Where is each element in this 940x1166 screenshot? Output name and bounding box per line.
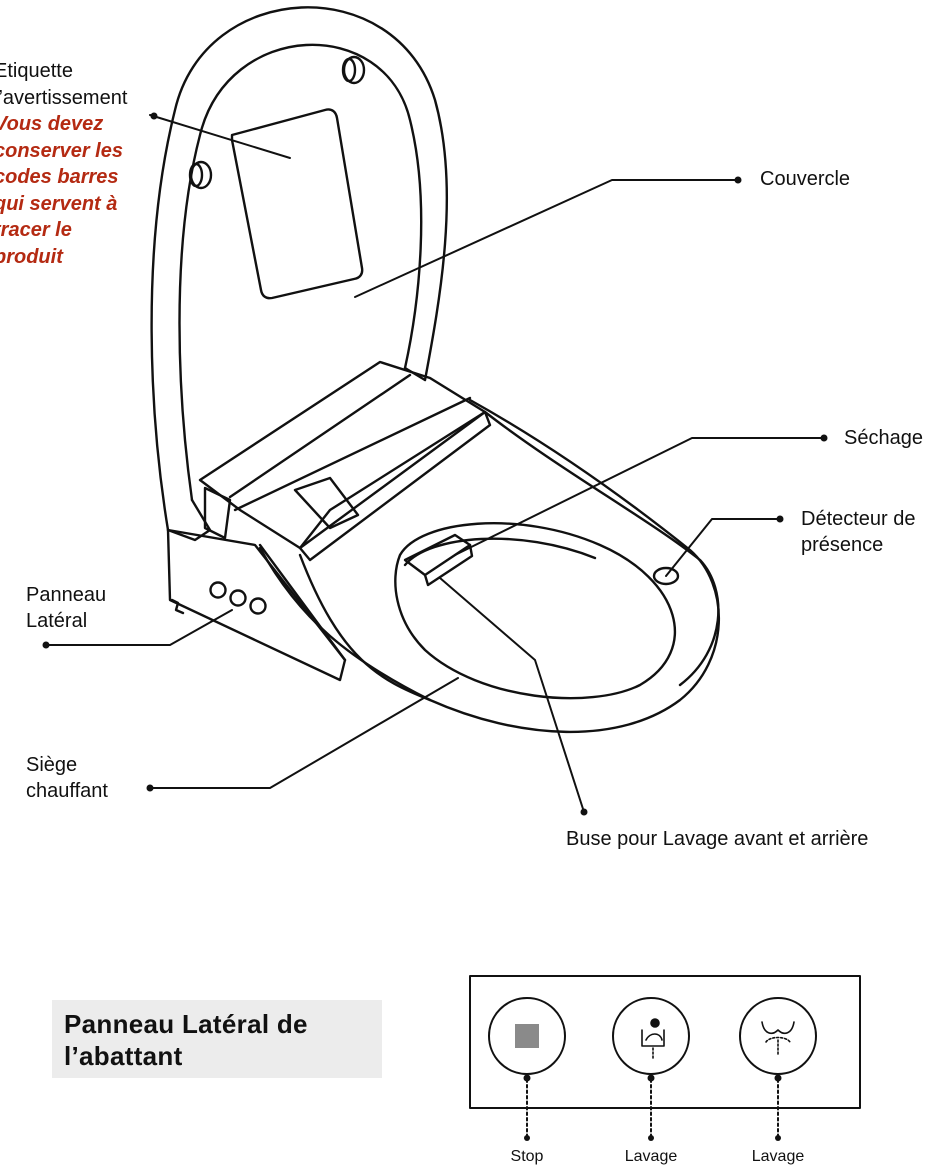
- warning-note-line-4: qui servent à: [0, 192, 118, 215]
- rear-wash-button-label: Lavage: [624, 1148, 678, 1165]
- panneau-label-1: Panneau: [26, 584, 107, 606]
- buse-label: Buse pour Lavage avant et arrière: [566, 828, 869, 850]
- panneau-label-2: Latéral: [26, 610, 88, 632]
- sechage-label: Séchage: [844, 427, 923, 449]
- detecteur-label-1: Détecteur de: [801, 508, 916, 530]
- side-panel-title: Panneau Latéral de l’abattant: [52, 1000, 382, 1078]
- side-panel-drawing: [469, 975, 861, 1139]
- warning-note-line-5: tracer le: [0, 219, 72, 241]
- stop-square-icon: [515, 1024, 539, 1048]
- leader-lines: [45, 114, 825, 813]
- siege-label-2: chauffant: [26, 780, 108, 802]
- warning-title-2: l’avertissement: [0, 86, 128, 109]
- couvercle-label: Couvercle: [760, 168, 851, 190]
- leader-dots: [42, 112, 828, 816]
- warning-note-line-3: codes barres: [0, 166, 119, 188]
- stop-button-label: Stop: [510, 1148, 544, 1165]
- rear-wash-icon: [641, 1018, 665, 1059]
- seat-drawing: [258, 398, 720, 734]
- warning-note-line-2: conserver les: [0, 139, 123, 162]
- side-panel-title-line-1: Panneau Latéral de: [64, 1009, 308, 1039]
- siege-label-1: Siège: [26, 754, 78, 776]
- detecteur-label-2: présence: [801, 534, 884, 556]
- lid-drawing: [150, 6, 449, 542]
- front-wash-icon: [761, 1021, 795, 1055]
- front-wash-button-label: Lavage: [751, 1148, 805, 1165]
- warning-title-1: Etiquette: [0, 60, 73, 82]
- base-drawing: [166, 360, 492, 682]
- side-panel-title-line-2: l’abattant: [64, 1041, 183, 1071]
- warning-label-callout: Etiquette l’avertissement Vous devez con…: [0, 58, 127, 270]
- warning-note-line-6: produit: [0, 245, 63, 268]
- warning-note-line-1: Vous devez: [0, 113, 104, 135]
